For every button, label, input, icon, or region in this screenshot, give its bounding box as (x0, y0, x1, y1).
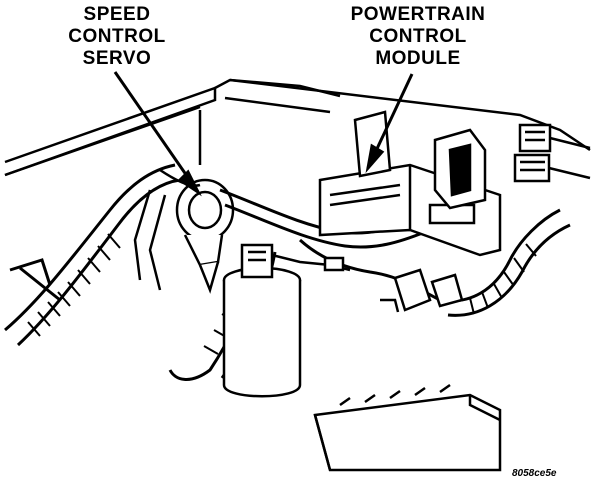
evap-canister (222, 243, 351, 398)
speed-control-servo-label: SPEED CONTROL SERVO (52, 4, 182, 70)
powertrain-control-module-label: POWERTRAIN CONTROL MODULE (318, 4, 518, 70)
figure-code: 8058ce5e (512, 468, 557, 479)
powertrain-control-module (318, 110, 502, 257)
leader-lines (113, 71, 414, 197)
bottom-connectors (380, 268, 464, 313)
battery (313, 383, 502, 472)
servo-label-line-1: SPEED (83, 4, 151, 25)
left-hose (4, 163, 181, 347)
speed-control-servo (133, 168, 235, 294)
servo-label-line-2: CONTROL (68, 26, 166, 47)
pcm-label-line-2: CONTROL (369, 26, 467, 47)
pcm-arrowhead (365, 143, 385, 174)
servo-label-line-3: SERVO (82, 48, 152, 69)
servo-arrowhead (177, 169, 202, 197)
pcm-label-line-3: MODULE (375, 48, 461, 69)
relay-connectors (513, 123, 591, 183)
fender-outline (4, 78, 591, 177)
pcm-label-line-1: POWERTRAIN (350, 4, 486, 25)
hose-coil-stripes (27, 233, 121, 337)
